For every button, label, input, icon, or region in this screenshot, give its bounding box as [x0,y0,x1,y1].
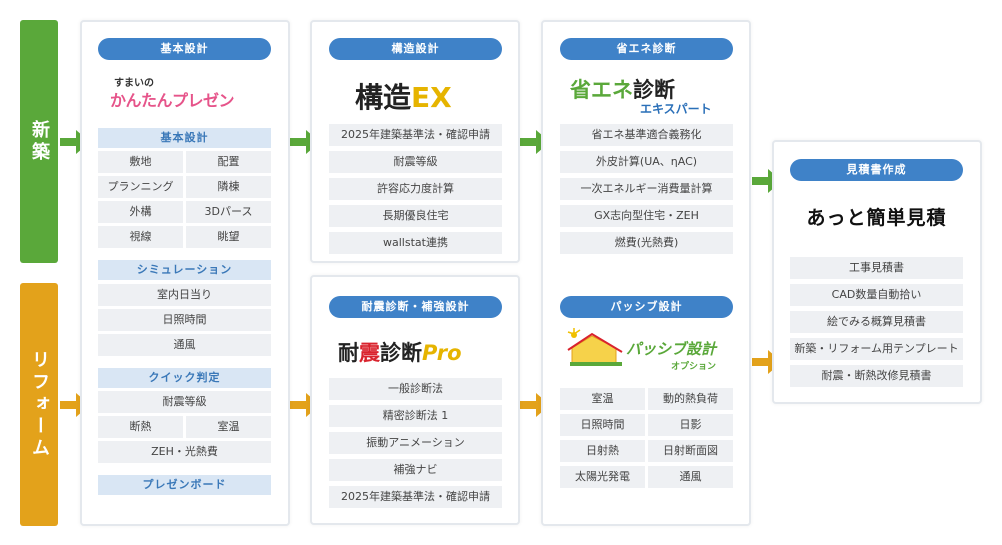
logo-text-shindan: 診断 [633,78,675,102]
section-basic-design: 基本設計 [98,128,271,148]
logo-small-text: すまいの [114,78,154,89]
list-item: 敷地 [98,151,183,173]
list-item: 眺望 [186,226,271,248]
logo-text-kozo: 構造 [355,81,412,114]
list-item: 外皮計算(UA、ηAC) [560,151,733,173]
logo-text-shoene: 省エネ [570,78,633,102]
list-item: 絵でみる概算見積書 [790,311,963,333]
list-item: 3Dパース [186,201,271,223]
list-item: 日影 [648,414,733,436]
logo-text-ex: EX [411,81,452,114]
kozo-ex-logo: 構造EX [355,76,475,114]
logo-text-passive: パッシブ設計 [626,340,717,358]
list-item: 室温 [560,388,645,410]
logo-text-expert: エキスパート [640,102,712,116]
list-item: 精密診断法 1 [329,405,502,427]
logo-text-pro: Pro [422,341,462,365]
seismic-diagnosis-pill: 耐震診断・補強設計 [329,296,502,318]
kantan-presen-logo: すまいの かんたんプレゼン [110,74,260,114]
list-item: CAD数量自動拾い [790,284,963,306]
taishin-shindan-pro-logo: 耐震診断Pro [338,337,498,367]
list-item: 許容応力度計算 [329,178,502,200]
list-item: GX志向型住宅・ZEH [560,205,733,227]
section-quick-check: クイック判定 [98,368,271,388]
list-item: 2025年建築基準法・確認申請 [329,124,502,146]
list-item: 一般診断法 [329,378,502,400]
estimate-pill: 見積書作成 [790,159,963,181]
logo-main-text: かんたんプレゼン [110,91,235,110]
shoene-shindan-expert-logo: 省エネ診断 エキスパート [570,74,730,118]
passive-design-logo: パッシブ設計 オプション [566,326,731,376]
passive-design-pill: パッシブ設計 [560,296,733,318]
list-item: プランニング [98,176,183,198]
list-item: ZEH・光熱費 [98,441,271,463]
list-item: 振動アニメーション [329,432,502,454]
list-item: 2025年建築基準法・確認申請 [329,486,502,508]
list-item: 耐震等級 [98,391,271,413]
list-item: 日照時間 [98,309,271,331]
house-sun-icon [567,328,623,366]
list-item: 断熱 [98,416,183,438]
logo-text-tai: 耐 [338,341,359,365]
list-item: 通風 [648,466,733,488]
logo-text-shin: 震 [359,341,380,365]
list-item: 太陽光発電 [560,466,645,488]
atto-kantan-mitsumori-logo: あっと簡単見積 [806,207,947,229]
list-item: 一次エネルギー消費量計算 [560,178,733,200]
list-item: 長期優良住宅 [329,205,502,227]
logo-text-shindan: 診断 [380,341,422,365]
section-simulation: シミュレーション [98,260,271,280]
list-item: 日照時間 [560,414,645,436]
list-item: 通風 [98,334,271,356]
list-item: 耐震・断熱改修見積書 [790,365,963,387]
list-item: 日射熱 [560,440,645,462]
logo-text-option: オプション [671,362,717,372]
list-item: 動的熱負荷 [648,388,733,410]
reform-label: リフォーム [20,283,58,526]
list-item: 配置 [186,151,271,173]
list-item: 隣棟 [186,176,271,198]
section-presen-board: プレゼンボード [98,475,271,495]
energy-diagnosis-pill: 省エネ診断 [560,38,733,60]
list-item: 日射断面図 [648,440,733,462]
list-item: 燃費(光熱費) [560,232,733,254]
basic-design-pill: 基本設計 [98,38,271,60]
list-item: 室内日当り [98,284,271,306]
list-item: 新築・リフォーム用テンプレート [790,338,963,360]
list-item: 補強ナビ [329,459,502,481]
list-item: 外構 [98,201,183,223]
list-item: 室温 [186,416,271,438]
list-item: 視線 [98,226,183,248]
list-item: wallstat連携 [329,232,502,254]
list-item: 耐震等級 [329,151,502,173]
list-item: 工事見積書 [790,257,963,279]
structure-design-pill: 構造設計 [329,38,502,60]
new-construction-label: 新築 [20,20,58,263]
list-item: 省エネ基準適合義務化 [560,124,733,146]
